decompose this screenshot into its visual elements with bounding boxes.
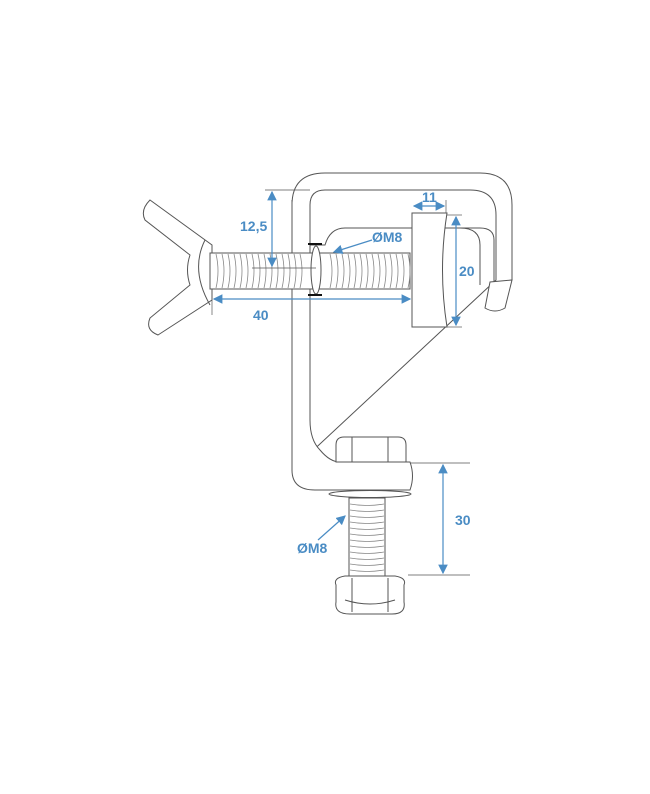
thread-line bbox=[349, 557, 385, 560]
thread-line bbox=[221, 253, 225, 289]
thread-line bbox=[349, 515, 385, 518]
thread-line bbox=[227, 253, 231, 289]
thread-line bbox=[257, 253, 261, 289]
thread-line bbox=[353, 253, 357, 289]
thread-line bbox=[251, 253, 255, 289]
thread-line bbox=[365, 253, 369, 289]
dim-label-bottom-thread: ØM8 bbox=[297, 540, 328, 556]
dim-label-pad-height: 20 bbox=[459, 263, 475, 279]
thread-line bbox=[215, 253, 219, 289]
thread-line bbox=[349, 509, 385, 512]
thread-line bbox=[349, 503, 385, 506]
thread-line bbox=[401, 253, 405, 289]
wing-nut bbox=[142, 199, 213, 336]
thread-line bbox=[239, 253, 243, 289]
thread-line bbox=[389, 253, 393, 289]
dim-label-bottom-length: 30 bbox=[455, 512, 471, 528]
thread-line bbox=[263, 253, 267, 289]
dim-label-bolt-length: 40 bbox=[253, 307, 269, 323]
thread-line bbox=[299, 253, 303, 289]
thread-line bbox=[349, 539, 385, 542]
thread-line bbox=[281, 253, 285, 289]
thread-line bbox=[407, 253, 411, 289]
thread-line bbox=[383, 253, 387, 289]
thread-line bbox=[349, 527, 385, 530]
thread-line bbox=[349, 521, 385, 524]
thread-line bbox=[341, 253, 345, 289]
thread-line bbox=[293, 253, 297, 289]
thread-line bbox=[349, 551, 385, 554]
top-threaded-bolt bbox=[209, 243, 411, 296]
bottom-bolt-assembly bbox=[328, 436, 412, 615]
thread-line bbox=[395, 253, 399, 289]
thread-line bbox=[245, 253, 249, 289]
thread-line bbox=[371, 253, 375, 289]
thread-line bbox=[359, 253, 363, 289]
thread-line bbox=[329, 253, 333, 289]
thread-line bbox=[349, 533, 385, 536]
thread-line bbox=[349, 569, 385, 572]
dim-label-top-thread: ØM8 bbox=[372, 229, 403, 245]
thread-line bbox=[335, 253, 339, 289]
clamp-pad bbox=[411, 212, 448, 328]
thread-line bbox=[287, 253, 291, 289]
thread-line bbox=[349, 545, 385, 548]
thread-line bbox=[347, 253, 351, 289]
dim-label-height: 12,5 bbox=[240, 218, 267, 234]
thread-line bbox=[349, 563, 385, 566]
dim-label-pad-width: 11 bbox=[422, 189, 437, 205]
dimension-lines bbox=[211, 189, 470, 576]
thread-line bbox=[377, 253, 381, 289]
thread-line bbox=[233, 253, 237, 289]
